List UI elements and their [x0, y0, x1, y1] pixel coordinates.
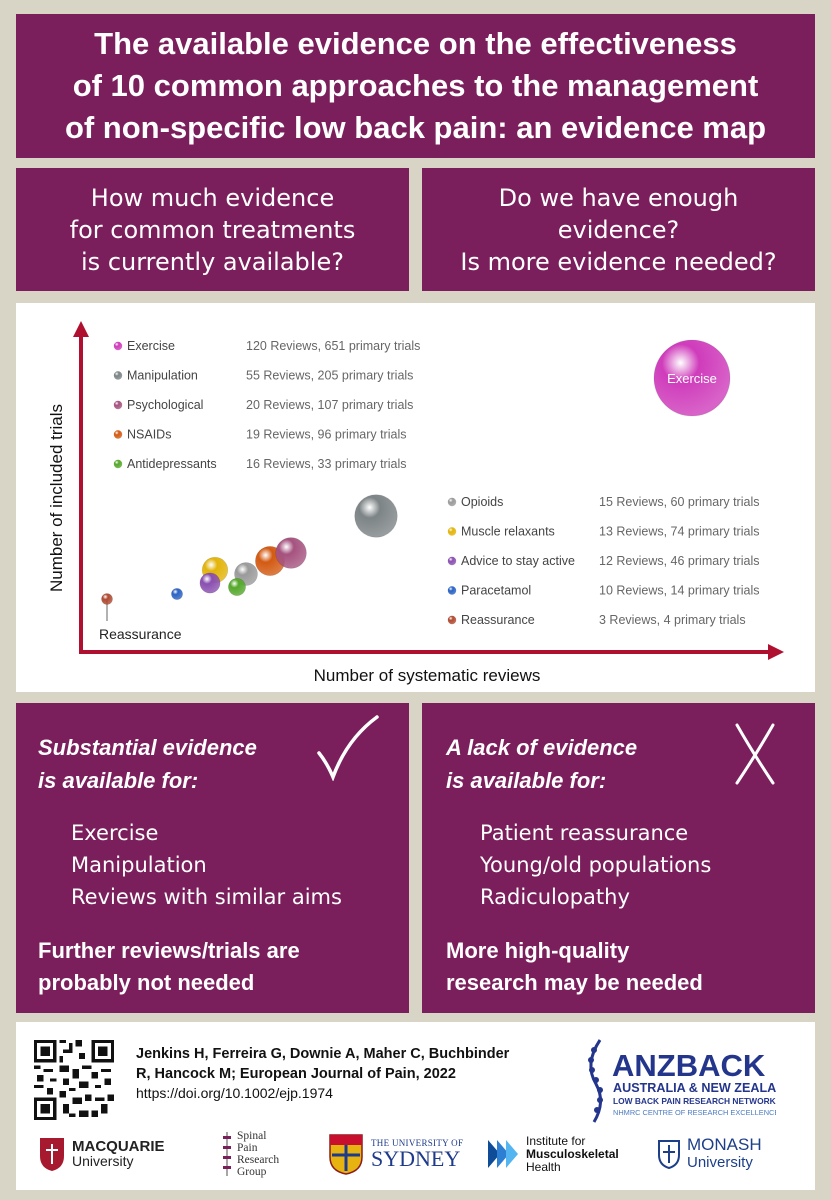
bubble-psychological	[275, 537, 307, 569]
question-left: How much evidence for common treatments …	[16, 168, 409, 291]
legend-dot-antidepressants	[113, 459, 123, 469]
bubble-label-exercise: Exercise	[667, 371, 717, 386]
footer: Jenkins H, Ferreira G, Downie A, Maher C…	[16, 1022, 815, 1190]
evidence-map-chart: Number of included trials Number of syst…	[16, 303, 815, 692]
bubble-antidepressants	[228, 578, 246, 596]
legend-dot-psychological	[113, 400, 123, 410]
substantial-evidence-panel: Substantial evidence is available for: E…	[16, 703, 409, 1013]
legend-stats-opioids: 15 Reviews, 60 primary trials	[599, 495, 759, 509]
legend-stats-reassurance: 3 Reviews, 4 primary trials	[599, 613, 746, 627]
substantial-evidence-conclusion: Further reviews/trials are probably not …	[38, 938, 300, 995]
institute-musculoskeletal-health-logo: Institute for Musculoskeletal Health	[486, 1130, 619, 1178]
y-axis-label: Number of included trials	[47, 404, 66, 592]
legend-label-reassurance: Reassurance	[461, 613, 535, 627]
list-item: Reviews with similar aims	[71, 885, 342, 909]
legend-stats-exercise: 120 Reviews, 651 primary trials	[246, 339, 420, 353]
legend-stats-antidepressants: 16 Reviews, 33 primary trials	[246, 457, 406, 471]
x-axis-arrow	[768, 644, 784, 660]
anzback-sub3: NHMRC CENTRE OF RESEARCH EXCELLENCE	[613, 1108, 776, 1117]
legend-label-opioids: Opioids	[461, 495, 503, 509]
page-title: The available evidence on the effectiven…	[64, 26, 767, 145]
legend: Exercise 120 Reviews, 651 primary trialsM…	[113, 339, 759, 627]
macquarie-crest-icon	[40, 1138, 64, 1171]
legend-label-antidepressants: Antidepressants	[127, 457, 217, 471]
imh-chevrons-icon	[488, 1140, 518, 1168]
monash-crest-icon	[658, 1140, 680, 1169]
legend-stats-paracetamol: 10 Reviews, 14 primary trials	[599, 584, 759, 598]
legend-dot-manipulation	[113, 371, 123, 380]
legend-dot-advice-to-stay-active	[447, 556, 457, 566]
bubble-label-reassurance: Reassurance	[99, 626, 182, 642]
sydney-crest-icon	[329, 1134, 363, 1175]
bubble-exercise	[653, 339, 731, 417]
list-item: Manipulation	[71, 853, 207, 877]
title-banner: The available evidence on the effectiven…	[16, 14, 815, 158]
monash-logo: MONASH University	[657, 1130, 762, 1178]
legend-label-paracetamol: Paracetamol	[461, 584, 531, 598]
spinal-pain-research-group-logo: Spinal Pain Research Group	[221, 1130, 279, 1178]
bubble-advice-to-stay-active	[199, 572, 221, 594]
legend-dot-reassurance	[447, 615, 457, 625]
university-of-sydney-logo: THE UNIVERSITY OF SYDNEY	[328, 1130, 463, 1178]
bubble-paracetamol	[171, 588, 183, 600]
legend-label-advice-to-stay-active: Advice to stay active	[461, 554, 575, 568]
legend-stats-manipulation: 55 Reviews, 205 primary trials	[246, 369, 413, 383]
legend-dot-exercise	[113, 341, 123, 351]
lack-of-evidence-heading: A lack of evidence is available for:	[446, 735, 638, 793]
legend-label-psychological: Psychological	[127, 398, 203, 412]
spine-icon	[223, 1132, 231, 1176]
legend-stats-nsaids: 19 Reviews, 96 primary trials	[246, 428, 406, 442]
bubble-manipulation	[354, 494, 398, 538]
citation: Jenkins H, Ferreira G, Downie A, Maher C…	[136, 1046, 510, 1082]
lack-of-evidence-panel: A lack of evidence is available for: Pat…	[422, 703, 815, 1013]
cross-icon	[735, 723, 775, 785]
legend-dot-opioids	[447, 497, 457, 507]
anzback-title: ANZBACK	[612, 1048, 766, 1083]
list-item: Patient reassurance	[480, 821, 689, 845]
list-item: Radiculopathy	[480, 885, 630, 909]
legend-stats-muscle-relaxants: 13 Reviews, 74 primary trials	[599, 525, 759, 539]
lack-of-evidence-conclusion: More high-quality research may be needed	[446, 938, 703, 995]
anzback-sub1: AUSTRALIA & NEW ZEALAND	[613, 1081, 776, 1095]
legend-label-muscle-relaxants: Muscle relaxants	[461, 525, 555, 539]
checkmark-icon	[317, 715, 379, 781]
x-axis-label: Number of systematic reviews	[314, 666, 541, 685]
anzback-logo: ANZBACK AUSTRALIA & NEW ZEALAND LOW BACK…	[588, 1039, 776, 1123]
y-axis-arrow	[73, 321, 89, 337]
qr-code-icon[interactable]	[34, 1040, 114, 1120]
macquarie-logo: MACQUARIE University	[38, 1130, 165, 1178]
legend-dot-paracetamol	[447, 586, 457, 595]
chart-svg: Number of included trials Number of syst…	[47, 321, 784, 685]
legend-stats-advice-to-stay-active: 12 Reviews, 46 primary trials	[599, 554, 759, 568]
legend-dot-nsaids	[113, 430, 123, 439]
list-item: Exercise	[71, 821, 159, 845]
list-item: Young/old populations	[480, 853, 712, 877]
question-right: Do we have enough evidence? Is more evid…	[422, 168, 815, 291]
legend-label-manipulation: Manipulation	[127, 369, 198, 383]
bubble-reassurance	[101, 593, 113, 605]
lack-of-evidence-list: Patient reassurance Young/old population…	[480, 817, 711, 913]
anzback-sub2: LOW BACK PAIN RESEARCH NETWORK	[613, 1096, 776, 1106]
legend-stats-psychological: 20 Reviews, 107 primary trials	[246, 398, 413, 412]
substantial-evidence-heading: Substantial evidence is available for:	[38, 735, 257, 793]
legend-label-exercise: Exercise	[127, 339, 175, 353]
substantial-evidence-list: Exercise Manipulation Reviews with simil…	[71, 817, 342, 913]
legend-dot-muscle-relaxants	[447, 527, 457, 536]
legend-label-nsaids: NSAIDs	[127, 428, 171, 442]
doi-link[interactable]: https://doi.org/10.1002/ejp.1974	[136, 1085, 333, 1101]
